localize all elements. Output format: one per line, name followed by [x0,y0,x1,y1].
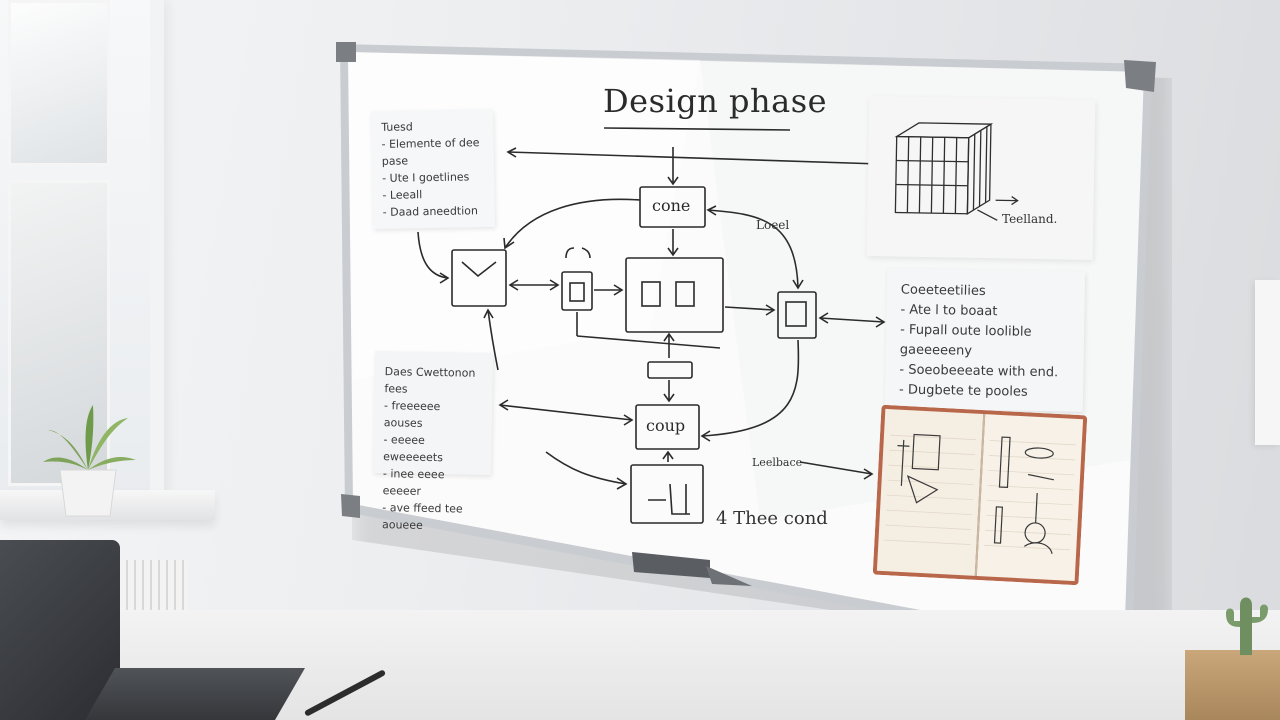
note-line: - Daad aneedtion [382,204,479,219]
potted-plant [43,405,136,517]
cactus-pot [1185,650,1280,720]
note-line: - Elemente of dee pase [381,136,480,168]
cube-sketch-icon [894,122,1019,221]
note-line: Daes Cwettonon fees [384,365,476,396]
note-line: - inee eeee eeeeer [382,467,445,498]
open-notebook [872,404,1088,586]
note-line: - freeeeee aouses [383,399,441,430]
box-label-top: cone [652,196,691,215]
bottom-left-label: Leelbace [752,456,803,469]
note-line: - ave ffeed tee aoueee [381,501,463,532]
window-pane-bottom [8,180,110,486]
sticky-note-top-left: Tuesd - Elemente of dee pase - Ute I goe… [370,108,496,230]
window [0,0,164,500]
note-line: - Dugbete te pooles [898,382,1028,400]
cactus-icon [1226,597,1268,655]
notebook-sketch-icon [872,404,1088,586]
sketch-label: Teelland. [1002,212,1058,226]
pinned-sheet-edge [1255,280,1280,445]
note-line: Tuesd [381,120,413,134]
sticky-note-right: Coeeteetilies - Ate l to boaat - Fupall … [884,268,1086,412]
laptop-screen [0,540,120,720]
sticky-note-bottom-left: Daes Cwettonon fees - freeeeee aouses - … [372,350,494,532]
laptop-keyboard [84,668,306,720]
note-line: - Leeall [382,188,423,202]
loop-label: Loeel [756,218,790,232]
cube-sketch-sheet [866,96,1096,260]
bottom-right-label: 4 Thee cond [716,508,828,529]
box-label-bottom: coup [646,416,686,435]
note-line: - Ute I goetlines [382,170,470,185]
board-title: Design phase [603,82,828,120]
note-line: - Fupall oute loolible gaeeeeeny [899,322,1032,359]
window-pane-top [8,0,110,166]
note-line: - eeeee eweeeeets [383,433,443,465]
